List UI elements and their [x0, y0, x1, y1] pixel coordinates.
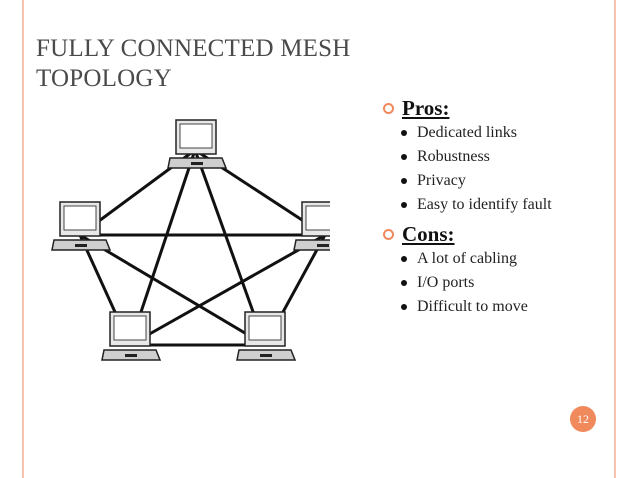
page-number-badge: 12	[570, 406, 596, 432]
cons-section: Cons:	[383, 220, 603, 248]
list-item: Difficult to move	[401, 298, 603, 316]
list-item: Privacy	[401, 172, 603, 190]
dot-bullet-icon	[401, 280, 407, 286]
slide-title: FULLY CONNECTED MESH TOPOLOGY	[36, 35, 351, 92]
mesh-topology-diagram	[51, 119, 330, 361]
dot-bullet-icon	[401, 154, 407, 160]
list-item: Easy to identify fault	[401, 196, 603, 214]
dot-bullet-icon	[401, 304, 407, 310]
list-item: I/O ports	[401, 274, 603, 292]
pros-section: Pros:	[383, 94, 603, 122]
pros-cons-list: Pros: Dedicated links Robustness Privacy…	[383, 94, 603, 322]
list-item: Dedicated links	[401, 124, 603, 142]
dot-bullet-icon	[401, 178, 407, 184]
laptop-icon	[101, 311, 162, 361]
dot-bullet-icon	[401, 202, 407, 208]
pros-heading: Pros:	[402, 96, 450, 120]
circle-bullet-icon	[383, 229, 394, 240]
dot-bullet-icon	[401, 130, 407, 136]
cons-items: A lot of cabling I/O ports Difficult to …	[401, 250, 603, 316]
laptop-icon	[293, 201, 330, 251]
laptop-icon	[236, 311, 297, 361]
cons-heading: Cons:	[402, 222, 455, 246]
dot-bullet-icon	[401, 256, 407, 262]
pros-items: Dedicated links Robustness Privacy Easy …	[401, 124, 603, 214]
circle-bullet-icon	[383, 103, 394, 114]
list-item: Robustness	[401, 148, 603, 166]
slide-frame	[22, 0, 616, 478]
laptop-icon	[51, 201, 112, 251]
list-item: A lot of cabling	[401, 250, 603, 268]
laptop-icon	[167, 119, 228, 169]
